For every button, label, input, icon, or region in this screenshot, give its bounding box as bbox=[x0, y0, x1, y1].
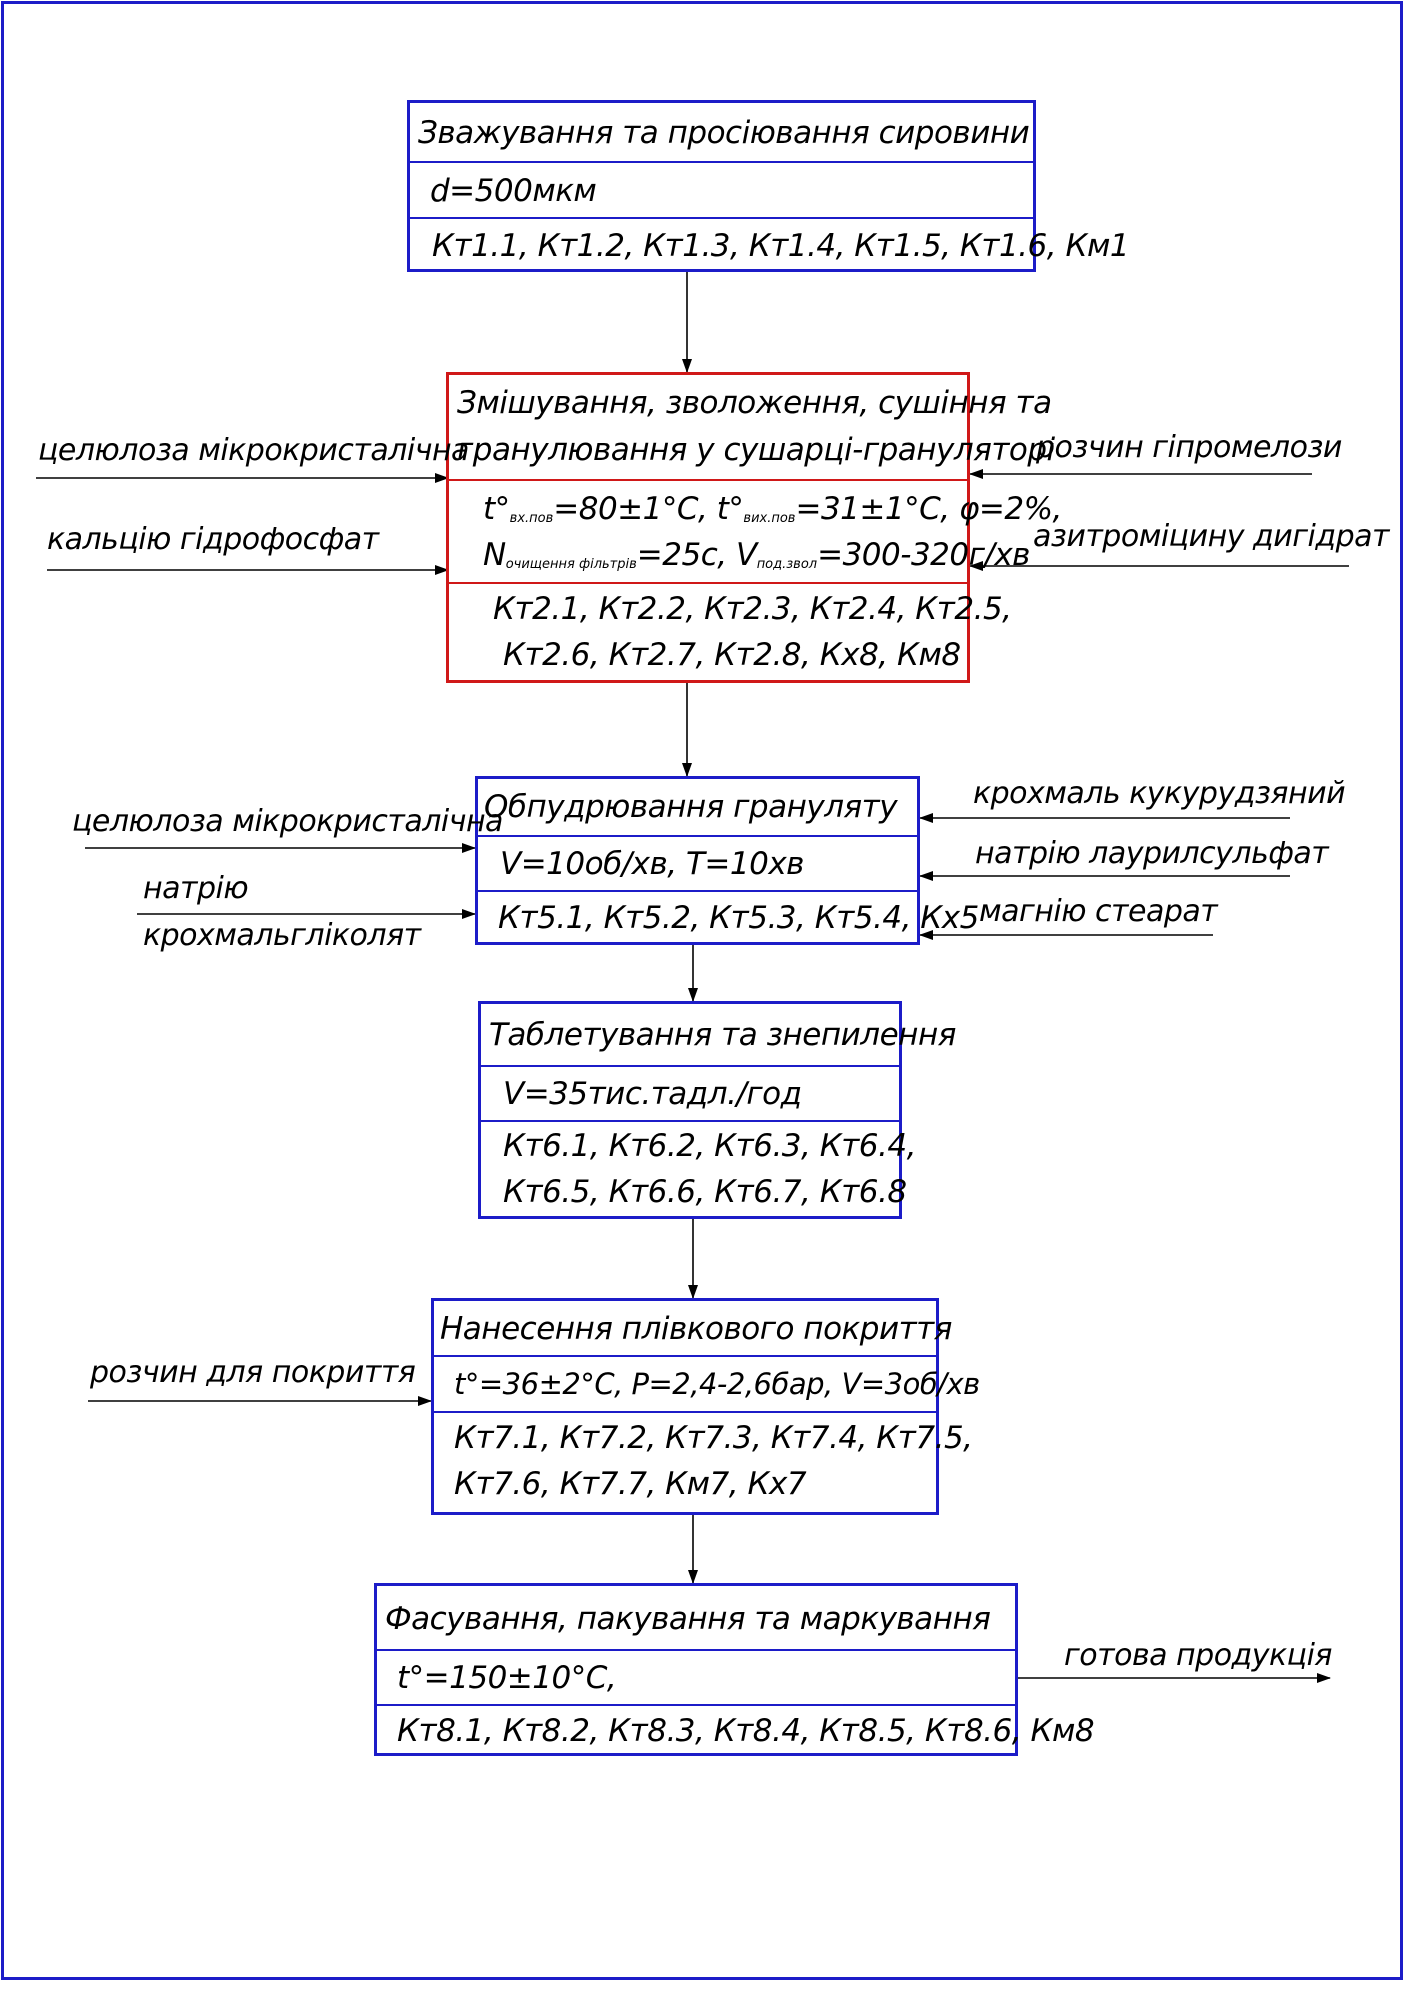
box-param-row: t°=150±10°С, bbox=[377, 1649, 1015, 1704]
box-control-points: Кт5.1, Кт5.2, Кт5.3, Кт5.4, Кх5 bbox=[498, 900, 979, 936]
box-control-row: Кт1.1, Кт1.2, Кт1.3, Кт1.4, Кт1.5, Кт1.6… bbox=[410, 217, 1130, 272]
box-param-row: V=10об/хв, T=10хв bbox=[478, 835, 917, 890]
input-label-b2-left-1: целюлоза мікрокристалічна bbox=[38, 433, 469, 468]
box-param-row: t°вх.пов=80±1°С, t°вих.пов=31±1°С, φ=2%,… bbox=[449, 479, 1062, 582]
box-title-row: Таблетування та знепилення bbox=[481, 1004, 956, 1065]
box-title: Таблетування та знепилення bbox=[489, 1017, 956, 1053]
box-title-row: Змішування, зволоження, сушіння та грану… bbox=[449, 375, 1055, 479]
box-title-row: Фасування, пакування та маркування bbox=[377, 1586, 1015, 1649]
input-label-b2-right-1: розчин гіпромелози bbox=[1036, 430, 1342, 465]
input-label-b3-right-3: магнію стеарат bbox=[979, 894, 1218, 929]
drawing-frame bbox=[1, 1, 1403, 1980]
box-title: Нанесення плівкового покриття bbox=[440, 1311, 952, 1347]
box-control-points-line-1: Кт7.1, Кт7.2, Кт7.3, Кт7.4, Кт7.5, bbox=[454, 1420, 973, 1456]
box-control-points: Кт8.1, Кт8.2, Кт8.3, Кт8.4, Кт8.5, Кт8.6… bbox=[397, 1713, 1095, 1749]
input-label-b2-right-2: азитроміцину дигідрат bbox=[1033, 519, 1389, 554]
box-param: d=500мкм bbox=[430, 173, 597, 209]
box-control-row: Кт7.1, Кт7.2, Кт7.3, Кт7.4, Кт7.5, Кт7.6… bbox=[434, 1411, 973, 1515]
process-box-coating: Нанесення плівкового покриття t°=36±2°С,… bbox=[431, 1298, 980, 1515]
box-control-row: Кт6.1, Кт6.2, Кт6.3, Кт6.4, Кт6.5, Кт6.6… bbox=[481, 1120, 916, 1219]
box-title-row: Нанесення плівкового покриття bbox=[434, 1301, 952, 1355]
box-control-row: Кт8.1, Кт8.2, Кт8.3, Кт8.4, Кт8.5, Кт8.6… bbox=[377, 1704, 1095, 1756]
box-title: Зважування та просіювання сировини bbox=[418, 115, 1030, 151]
box-param-line-1: t°вх.пов=80±1°С, t°вих.пов=31±1°С, φ=2%, bbox=[483, 491, 1062, 527]
input-label-b3-right-1: крохмаль кукурудзяний bbox=[973, 776, 1346, 811]
box-title-line-1: Змішування, зволоження, сушіння та bbox=[457, 385, 1052, 421]
input-label-b3-left-2b: крохмальгліколят bbox=[143, 918, 421, 953]
process-box-packaging: Фасування, пакування та маркування t°=15… bbox=[374, 1583, 1095, 1756]
output-label: готова продукція bbox=[1064, 1638, 1332, 1673]
box-title: Фасування, пакування та маркування bbox=[385, 1601, 991, 1637]
process-box-weighing: Зважування та просіювання сировини d=500… bbox=[407, 100, 1130, 272]
box-control-points-line-2: Кт6.5, Кт6.6, Кт6.7, Кт6.8 bbox=[503, 1174, 907, 1210]
box-control-points-line-2: Кт2.6, Кт2.7, Кт2.8, Кх8, Км8 bbox=[503, 637, 961, 673]
input-label-b2-left-2: кальцію гідрофосфат bbox=[47, 522, 379, 557]
input-label-b3-left-2a: натрію bbox=[143, 871, 249, 906]
input-label-b5-left-1: розчин для покриття bbox=[90, 1355, 416, 1390]
box-control-row: Кт5.1, Кт5.2, Кт5.3, Кт5.4, Кх5 bbox=[478, 890, 979, 945]
box-title-line-2: гранулювання у сушарці-грануляторі bbox=[457, 432, 1055, 468]
box-param-row: V=35тис.тадл./год bbox=[481, 1065, 899, 1120]
box-param-row: t°=36±2°С, Р=2,4-2,6бар, V=3об/хв bbox=[434, 1355, 980, 1411]
box-title-row: Обпудрювання грануляту bbox=[478, 779, 917, 835]
box-param-line-2: Nочищення фільтрів=25с, Vпод.звол=300-32… bbox=[483, 537, 1030, 573]
box-title-row: Зважування та просіювання сировини bbox=[410, 103, 1033, 161]
box-title: Обпудрювання грануляту bbox=[484, 789, 898, 825]
box-param: V=10об/хв, T=10хв bbox=[500, 846, 804, 882]
box-control-points: Кт1.1, Кт1.2, Кт1.3, Кт1.4, Кт1.5, Кт1.6… bbox=[432, 228, 1130, 264]
process-box-powdering: Обпудрювання грануляту V=10об/хв, T=10хв… bbox=[475, 776, 979, 945]
box-control-points-line-1: Кт2.1, Кт2.2, Кт2.3, Кт2.4, Кт2.5, bbox=[493, 591, 1012, 627]
process-box-tabletting: Таблетування та знепилення V=35тис.тадл.… bbox=[478, 1001, 956, 1219]
box-control-row: Кт2.1, Кт2.2, Кт2.3, Кт2.4, Кт2.5, Кт2.6… bbox=[449, 582, 1012, 683]
input-label-b3-left-1: целюлоза мікрокристалічна bbox=[72, 804, 503, 839]
box-control-points-line-1: Кт6.1, Кт6.2, Кт6.3, Кт6.4, bbox=[503, 1128, 916, 1164]
box-param: t°=150±10°С, bbox=[397, 1660, 617, 1696]
box-control-points-line-2: Кт7.6, Кт7.7, Км7, Кх7 bbox=[454, 1466, 807, 1502]
box-param: V=35тис.тадл./год bbox=[503, 1076, 802, 1112]
process-box-granulation: Змішування, зволоження, сушіння та грану… bbox=[446, 372, 1062, 683]
box-param-row: d=500мкм bbox=[410, 161, 1033, 217]
input-label-b3-right-2: натрію лаурилсульфат bbox=[975, 836, 1329, 871]
box-param: t°=36±2°С, Р=2,4-2,6бар, V=3об/хв bbox=[454, 1367, 980, 1401]
